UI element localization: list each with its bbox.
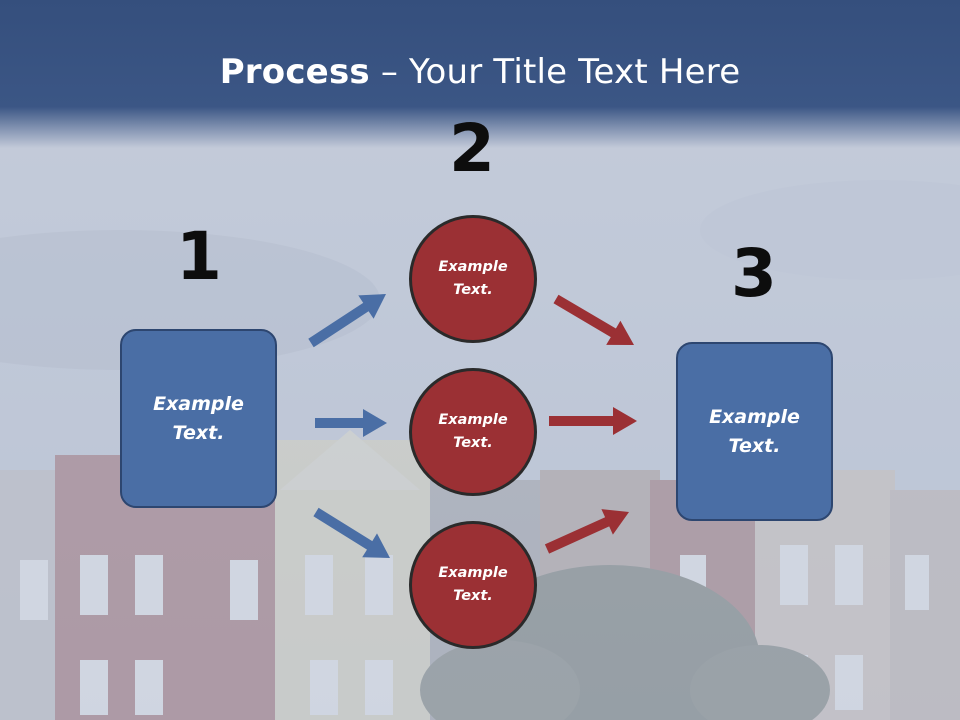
step-1-text: Example Text. [153, 392, 244, 444]
step-2-text-middle: Example Text. [438, 412, 508, 451]
title-rest: – Your Title Text Here [369, 52, 741, 92]
step-2-text-bottom: Example Text. [438, 565, 508, 604]
arrow-1-to-2-top [308, 294, 386, 348]
arrow-2-middle-to-3 [549, 407, 637, 435]
step-2-circle-bottom[interactable]: Example Text. [409, 521, 537, 649]
arrow-2-bottom-to-3 [544, 509, 629, 554]
step-number-1: 1 [176, 218, 222, 295]
step-number-3: 3 [731, 235, 777, 312]
step-2-circle-top[interactable]: Example Text. [409, 215, 537, 343]
step-number-2: 2 [449, 110, 495, 187]
arrow-1-to-2-middle [315, 409, 387, 437]
arrow-2-top-to-3 [553, 294, 634, 345]
slide-title[interactable]: Process – Your Title Text Here [0, 52, 960, 92]
title-bold: Process [219, 52, 370, 92]
step-3-text: Example Text. [709, 405, 800, 457]
step-1-box[interactable]: Example Text. [120, 329, 277, 508]
step-2-circle-middle[interactable]: Example Text. [409, 368, 537, 496]
arrow-1-to-2-bottom [313, 507, 390, 558]
step-3-box[interactable]: Example Text. [676, 342, 833, 521]
step-2-text-top: Example Text. [438, 259, 508, 298]
